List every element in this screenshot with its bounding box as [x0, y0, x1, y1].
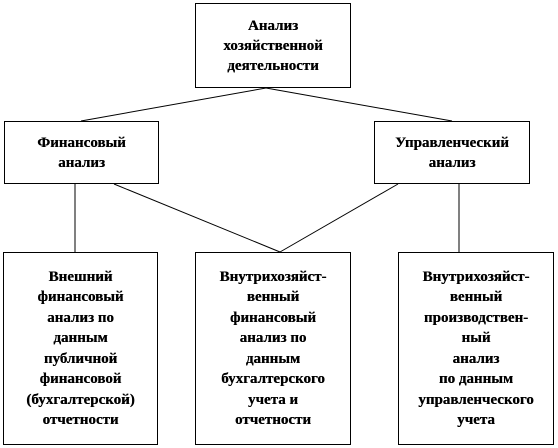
connector-root-to-financial	[80, 87, 267, 122]
financial-analysis-label: Финансовый анализ	[37, 134, 126, 171]
connector-management-to-internal	[279, 183, 399, 253]
node-management-analysis: Управленческий анализ	[374, 121, 530, 184]
root-node-label: Анализ хозяйственной деятельности	[223, 17, 323, 74]
internal-production-analysis-label: Внутрихозяйст- венный производствен- ный…	[418, 268, 534, 429]
connector-root-to-management	[265, 87, 453, 122]
node-internal-financial-analysis: Внутрихозяйст- венный финансовый анализ …	[195, 252, 351, 445]
internal-financial-analysis-label: Внутрихозяйст- венный финансовый анализ …	[219, 268, 327, 429]
connector-financial-to-internal	[113, 183, 281, 253]
management-analysis-label: Управленческий анализ	[395, 134, 509, 171]
node-external-financial-analysis: Внешний финансовый анализ по данным публ…	[3, 252, 158, 445]
node-financial-analysis: Финансовый анализ	[4, 121, 159, 184]
node-internal-production-analysis: Внутрихозяйст- венный производствен- ный…	[398, 252, 554, 445]
external-financial-analysis-label: Внешний финансовый анализ по данным публ…	[26, 268, 135, 429]
root-node-economic-activity-analysis: Анализ хозяйственной деятельности	[195, 3, 351, 88]
